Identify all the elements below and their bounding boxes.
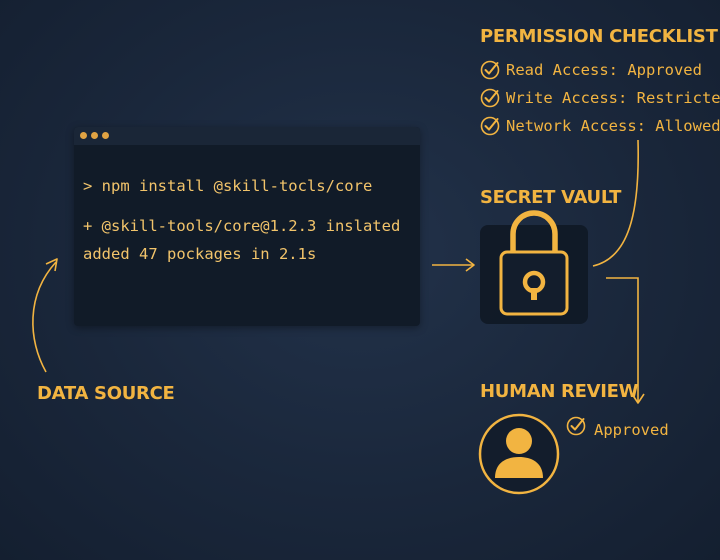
check-circle-icon xyxy=(566,416,586,436)
data-source-arrowhead xyxy=(45,258,58,272)
review-status: Approved xyxy=(566,415,669,439)
checklist-item: Network Access: Allowed xyxy=(480,115,720,137)
terminal-window: > npm install @skill-tocls/core + @skill… xyxy=(74,127,420,326)
check-circle-icon xyxy=(480,60,500,80)
person-icon xyxy=(478,413,560,495)
window-dot-icon xyxy=(80,132,87,139)
data-source-arrow xyxy=(32,261,57,373)
checklist-item: Write Access: Restricted xyxy=(480,87,720,109)
terminal-titlebar xyxy=(74,127,420,145)
terminal-to-vault-arrowhead xyxy=(465,258,475,272)
checklist-item: Read Access: Approved xyxy=(480,59,702,81)
window-dot-icon xyxy=(91,132,98,139)
check-circle-icon xyxy=(480,88,500,108)
checklist-item-label: Network Access: Allowed xyxy=(506,117,720,135)
padlock-icon xyxy=(480,210,588,324)
vault-to-review-arrow xyxy=(606,277,639,402)
checklist-item-label: Read Access: Approved xyxy=(506,61,702,79)
review-status-label: Approved xyxy=(594,421,669,439)
data-source-label: DATA SOURCE xyxy=(37,383,175,404)
vault-to-review-arrowhead xyxy=(631,393,645,404)
check-circle-icon xyxy=(480,116,500,136)
terminal-output-line: + @skill-tools/core@1.2.3 inslated xyxy=(83,217,401,235)
checklist-item-label: Write Access: Restricted xyxy=(506,89,720,107)
window-dot-icon xyxy=(102,132,109,139)
human-review-label: HUMAN REVIEW xyxy=(480,381,639,402)
checklist-to-vault-curve xyxy=(592,139,640,267)
terminal-output-line: added 47 pockages in 2.1s xyxy=(83,245,317,263)
permission-checklist-title: PERMISSION CHECKLIST xyxy=(480,26,718,47)
secret-vault-label: SECRET VAULT xyxy=(480,187,622,208)
terminal-command: > npm install @skill-tocls/core xyxy=(83,177,373,195)
